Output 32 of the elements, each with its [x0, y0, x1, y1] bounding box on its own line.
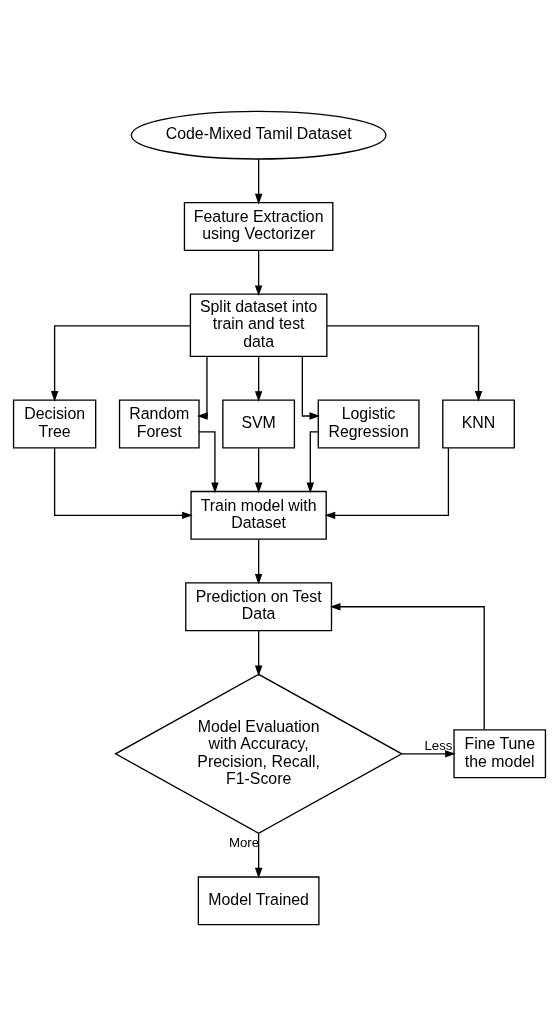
arrow [306, 431, 319, 494]
arrow [326, 325, 483, 402]
arrow [329, 603, 485, 731]
arrow [53, 447, 193, 520]
arrow [50, 325, 191, 402]
arrow [254, 630, 263, 677]
edge-label: More [228, 834, 260, 850]
node-box: Model Trained [197, 876, 320, 926]
node-ellipse: Code-Mixed Tamil Dataset [130, 110, 387, 160]
node-box: Random Forest [118, 399, 200, 449]
arrow [254, 158, 263, 205]
node-diamond: Model Evaluation with Accuracy, Precision, Recall, F1-Score [114, 673, 404, 835]
arrow [301, 355, 321, 420]
arrow [324, 447, 450, 520]
edge-label: Less [424, 737, 453, 753]
node-box: Train model with Dataset [190, 490, 327, 540]
arrow [254, 355, 263, 402]
node-box: Logistic Regression [317, 399, 420, 449]
arrow [401, 750, 456, 758]
arrow [254, 832, 263, 879]
arrow [198, 431, 219, 494]
arrow [254, 538, 263, 585]
node-box: Decision Tree [12, 399, 97, 449]
node-box: KNN [442, 399, 515, 449]
node-box: Fine Tune the model [453, 729, 547, 779]
node-box: Prediction on Test Data [185, 582, 333, 632]
node-box: SVM [222, 399, 296, 449]
arrow [254, 447, 263, 494]
arrow [254, 249, 263, 297]
arrow [197, 355, 208, 420]
node-box: Split dataset into train and test data [189, 293, 328, 358]
node-box: Feature Extraction using Vectorizer [183, 202, 334, 252]
